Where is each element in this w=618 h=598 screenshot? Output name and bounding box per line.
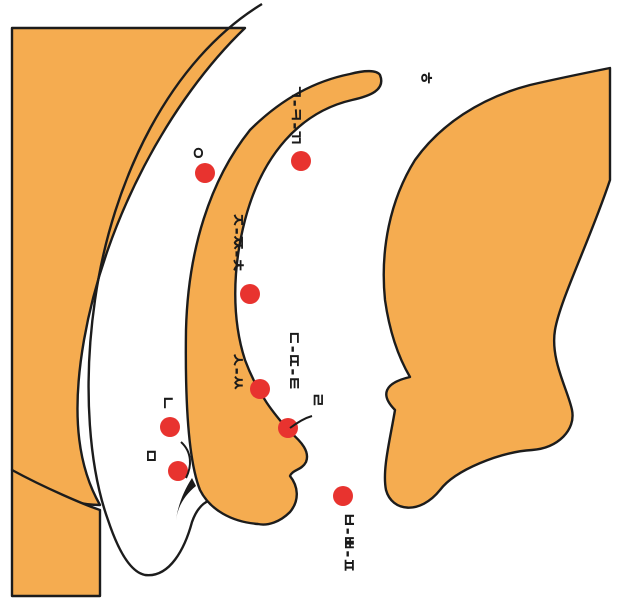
label-labial-stops: ㅂ-ㅃ-ㅍ	[338, 512, 358, 573]
point-labial-stop	[333, 486, 353, 506]
label-labial-nasal: ㅁ	[140, 448, 160, 464]
label-alveolar-nasal: ㄴ	[157, 395, 177, 411]
label-glottal: ㅎ	[415, 70, 435, 86]
point-alveolar-nasal	[160, 417, 180, 437]
point-alveolar	[278, 418, 298, 438]
label-alveolar-stops: ㄷ-ㄸ-ㅌ	[283, 330, 303, 391]
lip-stroke-mark	[176, 478, 196, 520]
label-liquid: ㄹ	[307, 392, 327, 408]
point-velar	[291, 151, 311, 171]
point-labial	[168, 461, 188, 481]
label-back-nasal: ㅇ	[187, 145, 207, 161]
label-velar: ㄱ-ㅋ-ㄲ	[285, 84, 305, 145]
tongue-shape	[186, 71, 381, 524]
label-sibilants: ㅅ-ㅆ	[227, 352, 247, 390]
point-affricate	[240, 284, 260, 304]
point-sibilant	[250, 379, 270, 399]
point-back-nasal	[195, 163, 215, 183]
label-affricates: ㅈ-ㅉ-ㅊ	[227, 212, 247, 273]
pharynx-shape	[384, 68, 610, 508]
